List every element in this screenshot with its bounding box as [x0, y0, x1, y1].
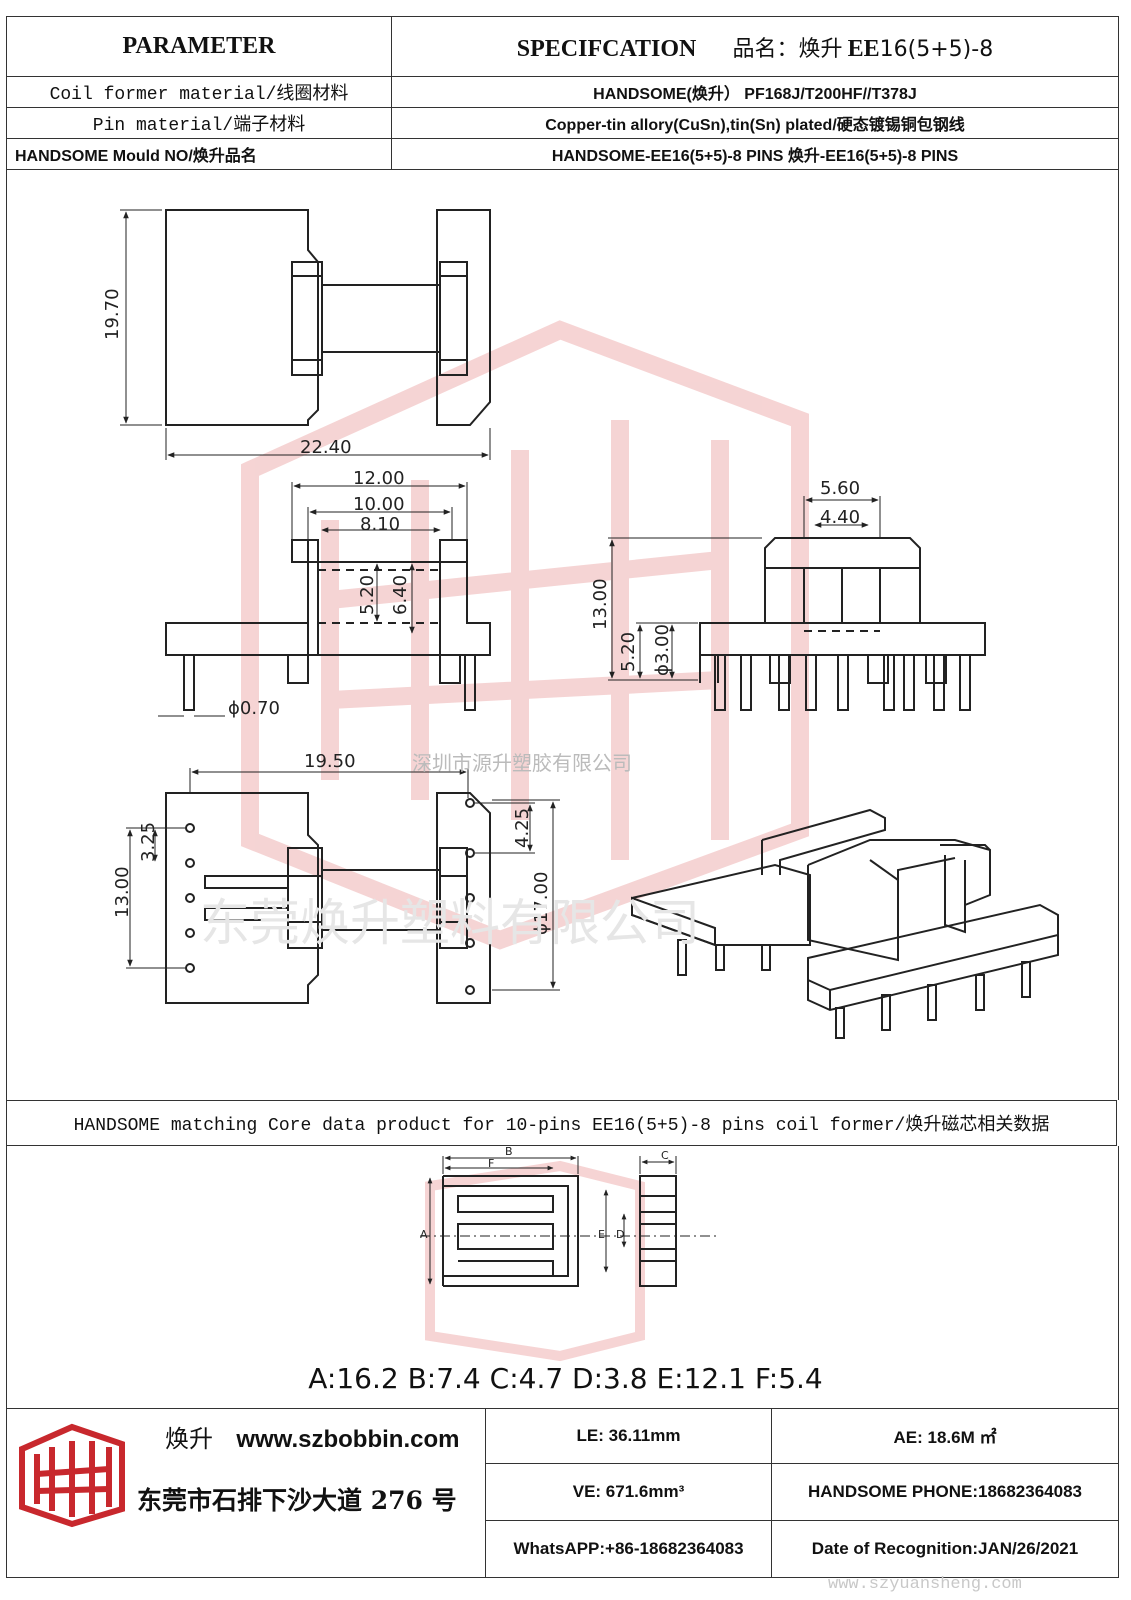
core-watermark: [425, 1160, 645, 1362]
dim-19-70: 19.70: [102, 288, 123, 340]
dim-5-20-side: 5.20: [618, 632, 639, 672]
dim-13-00-bottom: 13.00: [112, 866, 133, 918]
top-view: [120, 209, 491, 460]
dim-22-40: 22.40: [300, 437, 352, 458]
core-label-b: B: [505, 1146, 513, 1158]
core-dimensions: A:16.2 B:7.4 C:4.7 D:3.8 E:12.1 F:5.4: [308, 1362, 823, 1395]
dim-5-60: 5.60: [820, 478, 860, 499]
side-view: [608, 496, 986, 711]
core-label-d: D: [616, 1228, 624, 1241]
bottom-view: [126, 768, 560, 1004]
dim-5-20-front: 5.20: [357, 575, 378, 615]
param-pin-material: Pin material/端子材料: [6, 107, 392, 139]
dim-13-00-side: 13.00: [590, 578, 611, 630]
spec-header-table: PARAMETER SPECIFCATION 品名：焕升 EE16(5+5)-8…: [6, 16, 1119, 170]
watermark-shenzhen: 深圳市源升塑胶有限公司: [412, 751, 632, 775]
footer-table: 焕升 www.szbobbin.com 东莞市石排下沙大道 276 号 LE: …: [6, 1408, 1119, 1579]
core-label-a: A: [420, 1228, 428, 1241]
core-label-f: F: [488, 1157, 494, 1170]
core-label-e: E: [598, 1228, 605, 1241]
isometric-view: [631, 808, 1059, 1039]
dim-12-00: 12.00: [353, 468, 405, 489]
dim-17-00: ϕ17.00: [531, 872, 552, 935]
spec-mould-no: HANDSOME-EE16(5+5)-8 PINS 焕升-EE16(5+5)-8…: [391, 138, 1119, 170]
dim-3-25: 3.25: [138, 822, 159, 862]
footer-website[interactable]: www.szbobbin.com: [236, 1426, 460, 1453]
core-label-c: C: [661, 1149, 669, 1162]
spec-pin-material: Copper-tin allory(CuSn),tin(Sn) plated/硬…: [391, 107, 1119, 139]
dim-4-25: 4.25: [512, 808, 533, 848]
footer-phone: HANDSOME PHONE:18682364083: [771, 1462, 1119, 1521]
dim-19-50: 19.50: [304, 751, 356, 772]
watermark-dongguan: 东莞焕升塑料有限公司: [200, 894, 700, 952]
footer-brand-cell: 焕升 www.szbobbin.com 东莞市石排下沙大道 276 号: [6, 1408, 486, 1578]
dim-3-00: ϕ3.00: [652, 624, 673, 676]
dim-8-10: 8.10: [360, 514, 400, 535]
dim-4-40: 4.40: [820, 507, 860, 528]
footer-ae: AE: 18.6M ㎡: [771, 1408, 1119, 1464]
footer-brand: 焕升: [165, 1425, 213, 1453]
dim-10-00: 10.00: [353, 494, 405, 515]
footer-le: LE: 36.11mm: [485, 1408, 772, 1464]
technical-drawing: 19.70 22.40 12.00 10.00 8.10 5.20 6.40 ϕ…: [102, 209, 1059, 1039]
drawing-frame: [6, 170, 1119, 1100]
footer-ve: VE: 671.6mm³: [485, 1462, 772, 1521]
matching-core-title: HANDSOME matching Core data product for …: [6, 1100, 1117, 1146]
front-view: [158, 482, 491, 717]
specification-heading: SPECIFCATION 品名：焕升 EE16(5+5)-8: [391, 16, 1119, 77]
dim-6-40: 6.40: [390, 575, 411, 615]
core-frame: [6, 1146, 1119, 1408]
footer-date: Date of Recognition:JAN/26/2021: [771, 1519, 1119, 1579]
footer-whatsapp: WhatsAPP:+86-18682364083: [485, 1519, 772, 1579]
watermark-site: www.szyuansheng.com: [828, 1575, 1022, 1594]
dim-pin-dia: ϕ0.70: [228, 698, 280, 719]
core-drawing: B F C A E D: [420, 1146, 720, 1362]
param-mould-no: HANDSOME Mould NO/焕升品名: [6, 138, 392, 170]
company-logo: [19, 1423, 125, 1528]
footer-address: 东莞市石排下沙大道 276 号: [137, 1486, 457, 1515]
parameter-heading: PARAMETER: [6, 16, 392, 77]
